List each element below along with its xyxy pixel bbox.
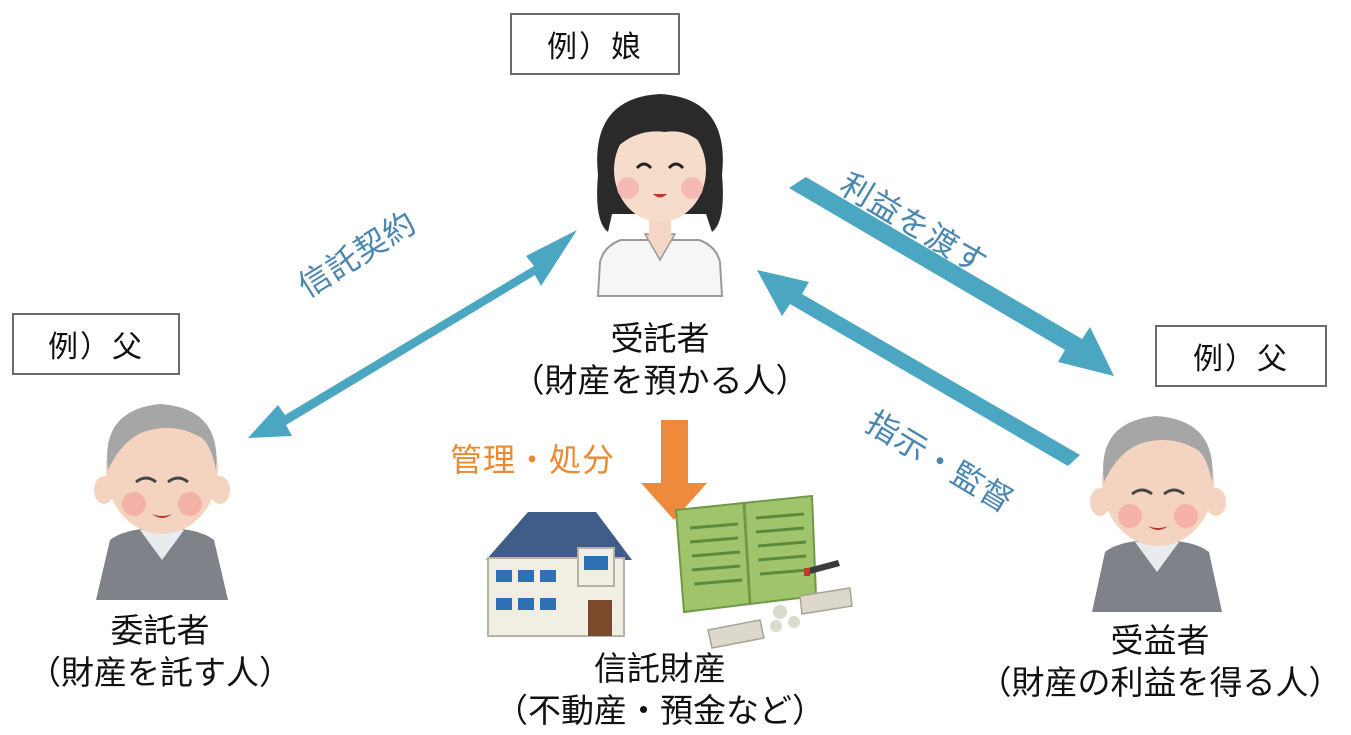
settlor-role-box: 例）父 [12, 313, 180, 375]
trustee-role-box: 例）娘 [510, 13, 680, 75]
elderly-man-icon [1090, 416, 1226, 612]
woman-icon [596, 94, 724, 297]
trustee-desc: （財産を預かる人） [511, 361, 809, 400]
beneficiary-role-box: 例）父 [1155, 325, 1327, 387]
beneficiary-name: 受益者 [1110, 621, 1210, 660]
settlor-name: 委託者 [110, 611, 210, 650]
instruct-supervise-arrow [757, 270, 1080, 466]
manage-dispose-arrow [641, 420, 707, 520]
trustee-caption: 受託者 （財産を預かる人） [460, 318, 860, 402]
beneficiary-caption: 受益者 （財産の利益を得る人） [975, 620, 1345, 704]
trust-property-desc: （不動産・預金など） [495, 691, 825, 730]
trustee-name: 受託者 [610, 319, 710, 358]
manage-dispose-label: 管理・処分 [450, 441, 616, 479]
elderly-man-icon [94, 404, 230, 600]
bankbook-money-icon [674, 494, 853, 649]
house-icon [486, 512, 632, 637]
settlor-desc: （財産を託す人） [28, 653, 292, 692]
trust-contract-arrow [248, 230, 577, 438]
trust-property-name: 信託財産 [594, 649, 726, 688]
settlor-caption: 委託者 （財産を託す人） [10, 610, 310, 694]
beneficiary-desc: （財産の利益を得る人） [978, 663, 1342, 702]
pass-benefit-arrow [789, 177, 1114, 376]
trust-property-caption: 信託財産 （不動産・預金など） [460, 648, 860, 732]
